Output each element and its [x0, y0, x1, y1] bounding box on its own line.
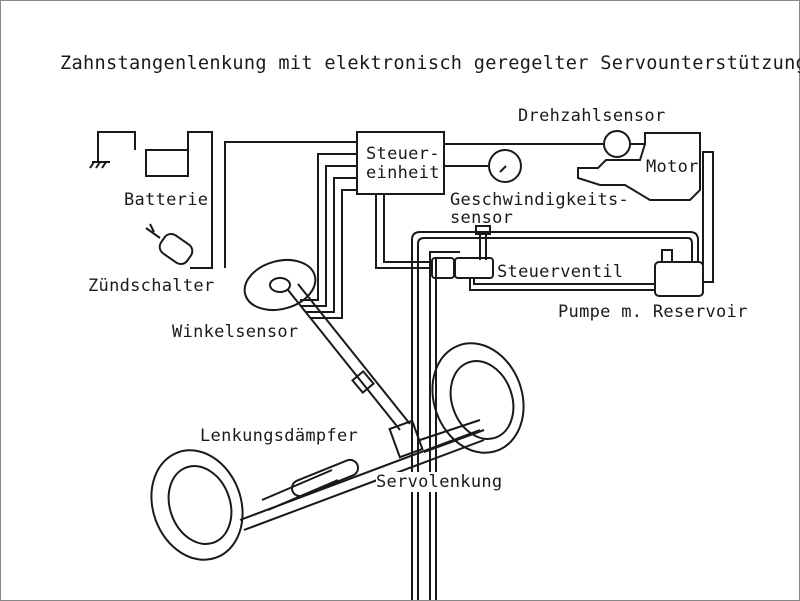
- label-zuendschalter: Zündschalter: [88, 276, 215, 296]
- label-pumpe: Pumpe m. Reservoir: [558, 302, 748, 322]
- ignition-switch-icon: [145, 223, 194, 266]
- label-drehzahlsensor: Drehzahlsensor: [518, 106, 666, 126]
- pump-reservoir-icon: [654, 261, 704, 297]
- left-wheel-icon: [150, 449, 244, 561]
- label-steuereinheit-2: einheit: [366, 163, 440, 183]
- steering-damper-icon: [290, 458, 360, 498]
- battery-icon: [89, 131, 213, 250]
- hydraulic-line-top: [411, 231, 699, 600]
- steering-column: [287, 283, 411, 431]
- label-motor: Motor: [646, 157, 699, 177]
- label-lenkungsdaempfer: Lenkungsdämpfer: [200, 426, 359, 446]
- steering-wheel-icon: [243, 259, 317, 311]
- label-batterie: Batterie: [124, 190, 209, 210]
- diagram-title: Zahnstangenlenkung mit elektronisch gere…: [60, 53, 800, 74]
- label-steuerventil: Steuerventil: [497, 262, 624, 282]
- speed-sensor-icon: [488, 149, 522, 183]
- rpm-sensor-icon: [603, 130, 631, 158]
- rack-boot: [261, 469, 339, 511]
- servo-housing: [388, 419, 424, 459]
- battery-wire: [190, 141, 357, 269]
- angle-sensor-wires: [300, 153, 357, 319]
- right-wheel-icon: [431, 342, 525, 454]
- valve-wires: [375, 194, 432, 269]
- label-servolenkung: Servolenkung: [376, 472, 503, 492]
- control-valve-box: [454, 257, 494, 279]
- drive-belt: [702, 151, 714, 283]
- label-steuereinheit-1: Steuer-: [366, 144, 440, 164]
- label-winkelsensor: Winkelsensor: [172, 322, 299, 342]
- label-geschwindigkeitssensor-1: Geschwindigkeits-: [450, 190, 630, 210]
- control-unit-box: [356, 131, 445, 195]
- label-geschwindigkeitssensor-2: sensor: [450, 208, 514, 228]
- motor-icon: [577, 132, 701, 201]
